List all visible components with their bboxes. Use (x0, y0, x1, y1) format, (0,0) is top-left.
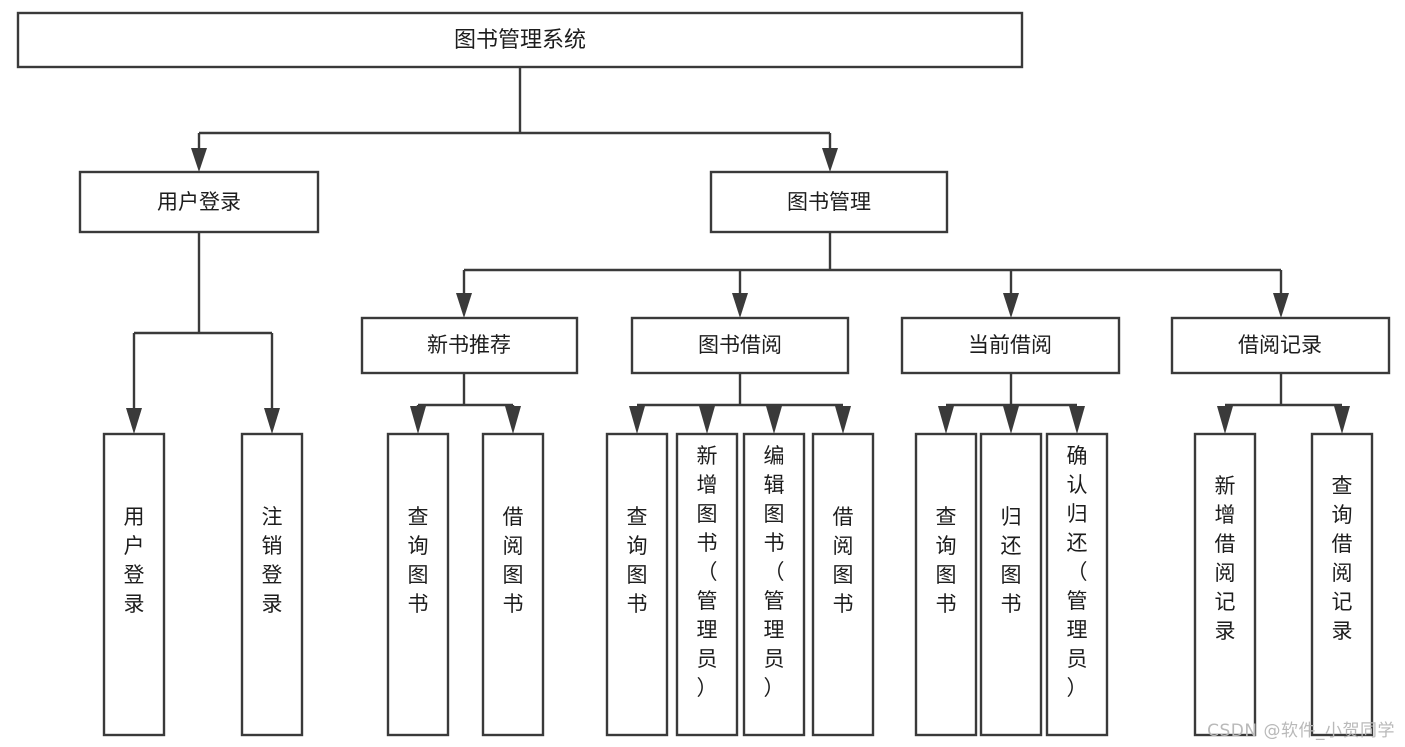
node-leaf-user-login-box[interactable] (102, 432, 166, 737)
node-book-management-box[interactable] (709, 170, 949, 234)
node-current-borrow-label: 当前借阅 (968, 333, 1052, 357)
node-leaf-borrow-book-1[interactable]: 借阅图书 (481, 432, 545, 737)
node-leaf-return-book-label: 归还图书 (1001, 505, 1022, 616)
node-leaf-add-book-admin-box[interactable] (675, 432, 739, 737)
node-leaf-confirm-return-admin[interactable]: 确认归还（管理员） (1045, 432, 1109, 737)
arrow-head-new-book-recommend (456, 293, 472, 318)
node-user-login-label: 用户登录 (157, 190, 241, 214)
connector-group-book-borrow (629, 373, 851, 434)
node-leaf-query-book-2-label: 查询图书 (627, 505, 648, 616)
arrow-head-leaf-query-book-3 (938, 406, 954, 434)
arrow-head-leaf-borrow-book-2 (835, 406, 851, 434)
arrow-head-borrow-record (1273, 293, 1289, 318)
node-leaf-query-book-3[interactable]: 查询图书 (914, 432, 978, 737)
connector-group-new-book-recommend (410, 373, 521, 434)
node-root-box[interactable] (16, 11, 1024, 69)
connector-group-root (191, 67, 838, 172)
node-leaf-add-borrow-record-box[interactable] (1193, 432, 1257, 737)
csdn-watermark: CSDN @软件_小贺同学 (1207, 721, 1395, 741)
node-leaf-return-book[interactable]: 归还图书 (979, 432, 1043, 737)
node-leaf-logout-login[interactable]: 注销登录 (240, 432, 304, 737)
node-root-label: 图书管理系统 (454, 28, 586, 53)
node-leaf-edit-book-admin-label: 编辑图书（管理员） (764, 444, 785, 700)
node-leaf-query-book-1-box[interactable] (386, 432, 450, 737)
connector-group-book-management (456, 232, 1289, 318)
node-borrow-record-box[interactable] (1170, 316, 1391, 375)
node-leaf-confirm-return-admin-box[interactable] (1045, 432, 1109, 737)
node-book-management[interactable]: 图书管理 (709, 170, 949, 234)
arrow-head-leaf-add-borrow-record (1217, 406, 1233, 434)
arrow-head-current-borrow (1003, 293, 1019, 318)
node-leaf-borrow-book-2-box[interactable] (811, 432, 875, 737)
node-new-book-recommend-box[interactable] (360, 316, 579, 375)
node-new-book-recommend-label: 新书推荐 (427, 333, 511, 357)
node-borrow-record-label: 借阅记录 (1238, 333, 1322, 357)
connector-group-borrow-record (1217, 373, 1350, 434)
arrow-head-leaf-borrow-book-1 (505, 406, 521, 434)
node-leaf-confirm-return-admin-label: 确认归还（管理员） (1067, 444, 1088, 700)
node-leaf-borrow-book-1-label: 借阅图书 (503, 505, 524, 616)
node-leaf-query-borrow-record-label: 查询借阅记录 (1332, 474, 1353, 643)
node-book-borrow[interactable]: 图书借阅 (630, 316, 850, 375)
node-borrow-record[interactable]: 借阅记录 (1170, 316, 1391, 375)
node-new-book-recommend[interactable]: 新书推荐 (360, 316, 579, 375)
node-leaf-borrow-book-1-box[interactable] (481, 432, 545, 737)
node-current-borrow[interactable]: 当前借阅 (900, 316, 1121, 375)
arrow-head-leaf-user-login (126, 408, 142, 434)
arrow-head-book-borrow (732, 293, 748, 318)
node-leaf-edit-book-admin-box[interactable] (742, 432, 806, 737)
arrow-head-leaf-return-book (1003, 406, 1019, 434)
node-leaf-query-book-2[interactable]: 查询图书 (605, 432, 669, 737)
arrow-head-user-login (191, 148, 207, 172)
node-book-borrow-box[interactable] (630, 316, 850, 375)
node-leaf-add-borrow-record-label: 新增借阅记录 (1215, 474, 1236, 643)
node-leaf-add-borrow-record[interactable]: 新增借阅记录 (1193, 432, 1257, 737)
node-leaf-query-book-3-label: 查询图书 (936, 505, 957, 616)
node-leaf-query-book-1[interactable]: 查询图书 (386, 432, 450, 737)
connector-group-user-login (126, 232, 280, 434)
node-leaf-query-book-2-box[interactable] (605, 432, 669, 737)
arrow-head-leaf-add-book-admin (699, 406, 715, 434)
node-leaf-logout-login-label: 注销登录 (262, 505, 283, 616)
node-current-borrow-box[interactable] (900, 316, 1121, 375)
node-user-login[interactable]: 用户登录 (78, 170, 320, 234)
node-leaf-return-book-box[interactable] (979, 432, 1043, 737)
node-leaf-borrow-book-2-label: 借阅图书 (833, 505, 854, 616)
node-user-login-box[interactable] (78, 170, 320, 234)
node-leaf-query-borrow-record-box[interactable] (1310, 432, 1374, 737)
node-leaf-borrow-book-2[interactable]: 借阅图书 (811, 432, 875, 737)
arrow-head-leaf-query-book-1 (410, 406, 426, 434)
node-leaf-query-book-3-box[interactable] (914, 432, 978, 737)
node-leaf-logout-login-box[interactable] (240, 432, 304, 737)
node-leaf-user-login-label: 用户登录 (124, 505, 145, 616)
node-leaf-user-login[interactable]: 用户登录 (102, 432, 166, 737)
node-leaf-query-borrow-record[interactable]: 查询借阅记录 (1310, 432, 1374, 737)
connector-group-current-borrow (938, 373, 1085, 434)
arrow-head-leaf-logout-login (264, 408, 280, 434)
arrow-head-leaf-query-borrow-record (1334, 406, 1350, 434)
node-leaf-add-book-admin-label: 新增图书（管理员） (697, 444, 718, 700)
arrow-head-leaf-query-book-2 (629, 406, 645, 434)
node-leaf-edit-book-admin[interactable]: 编辑图书（管理员） (742, 432, 806, 737)
node-leaf-query-book-1-label: 查询图书 (408, 505, 429, 616)
arrow-head-leaf-edit-book-admin (766, 406, 782, 434)
node-root[interactable]: 图书管理系统 (16, 11, 1024, 69)
arrow-head-book-management (822, 148, 838, 172)
node-leaf-add-book-admin[interactable]: 新增图书（管理员） (675, 432, 739, 737)
arrow-head-leaf-confirm-return-admin (1069, 406, 1085, 434)
node-book-borrow-label: 图书借阅 (698, 333, 782, 357)
node-book-management-label: 图书管理 (787, 190, 871, 214)
